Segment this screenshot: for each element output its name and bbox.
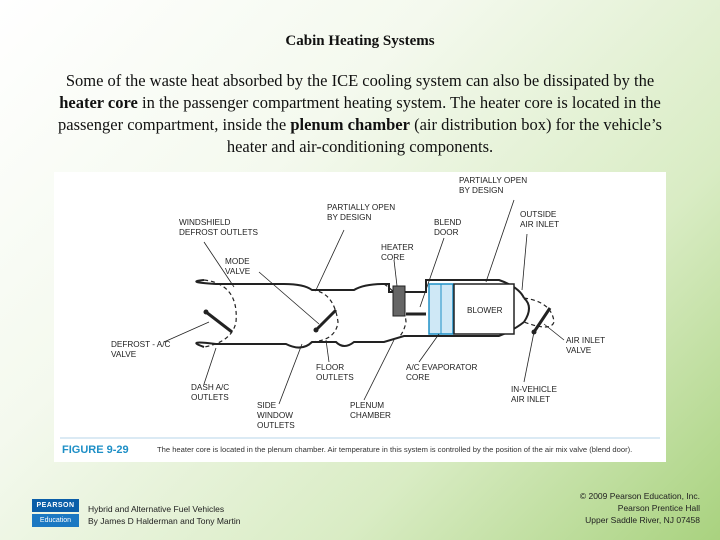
footer-copyright: © 2009 Pearson Education, Inc. Pearson P… xyxy=(580,490,700,526)
label-heater-core: HEATER CORE xyxy=(381,243,416,262)
location-line: Upper Saddle River, NJ 07458 xyxy=(585,515,700,525)
blower-housing xyxy=(453,283,515,335)
label-partially-open-mid: PARTIALLY OPEN BY DESIGN xyxy=(327,203,397,222)
door-swing-arcs xyxy=(203,279,555,348)
copyright-line: © 2009 Pearson Education, Inc. xyxy=(579,491,700,501)
label-blend-door: BLEND DOOR xyxy=(434,218,464,237)
publisher-line: Pearson Prentice Hall xyxy=(617,503,700,513)
label-dash-ac-outlets: DASH A/C OUTLETS xyxy=(191,383,232,402)
label-in-vehicle-air-inlet: IN-VEHICLE AIR INLET xyxy=(511,385,559,404)
label-air-inlet-valve: AIR INLET VALVE xyxy=(566,336,607,355)
intro-paragraph: Some of the waste heat absorbed by the I… xyxy=(55,70,665,158)
footer-book-info: Hybrid and Alternative Fuel Vehicles By … xyxy=(88,503,240,527)
defrost-ac-valve-door xyxy=(205,310,233,334)
book-title: Hybrid and Alternative Fuel Vehicles xyxy=(88,504,225,514)
hvac-diagram: PARTIALLY OPEN BY DESIGN OUTSIDE AIR INL… xyxy=(60,176,660,456)
pearson-logo: PEARSON Education xyxy=(32,499,79,527)
label-mode-valve: MODE VALVE xyxy=(225,257,252,276)
intro-term-plenum-chamber: plenum chamber xyxy=(290,115,410,134)
heater-core-element xyxy=(392,285,406,317)
label-ac-evaporator-core: A/C EVAPORATOR CORE xyxy=(406,363,480,382)
intro-text-1: Some of the waste heat absorbed by the I… xyxy=(65,71,655,90)
logo-bottom: Education xyxy=(32,514,79,527)
mode-valve-door xyxy=(314,308,338,332)
label-windshield-defrost: WINDSHIELD DEFROST OUTLETS xyxy=(179,218,259,237)
valve-doors xyxy=(205,307,552,334)
figure-number: FIGURE 9-29 xyxy=(62,444,129,456)
air-inlet-valve-door xyxy=(532,307,552,333)
label-side-window-outlets: SIDE WINDOW OUTLETS xyxy=(257,401,295,430)
label-plenum-chamber: PLENUM CHAMBER xyxy=(350,401,391,420)
label-defrost-ac-valve: DEFROST - A/C VALVE xyxy=(111,340,173,359)
logo-top: PEARSON xyxy=(32,499,79,512)
intro-term-heater-core: heater core xyxy=(59,93,138,112)
label-floor-outlets: FLOOR OUTLETS xyxy=(316,363,354,382)
slide-title: Cabin Heating Systems xyxy=(285,33,435,49)
intro-text-2: in the passenger compartment heating sys… xyxy=(58,93,661,134)
book-authors: By James D Halderman and Tony Martin xyxy=(88,516,241,526)
label-partially-open-top: PARTIALLY OPEN BY DESIGN xyxy=(459,176,529,195)
label-outside-air-inlet: OUTSIDE AIR INLET xyxy=(520,210,559,229)
valve-pivots xyxy=(203,309,537,335)
intro-text-3: (air distribution box) for the vehicle’s… xyxy=(226,115,662,156)
label-blower: BLOWER xyxy=(467,306,503,315)
figure-caption: The heater core is located in the plenum… xyxy=(157,445,632,454)
leader-lines xyxy=(163,199,565,405)
hvac-diagram-figure: PARTIALLY OPEN BY DESIGN OUTSIDE AIR INL… xyxy=(54,172,666,462)
